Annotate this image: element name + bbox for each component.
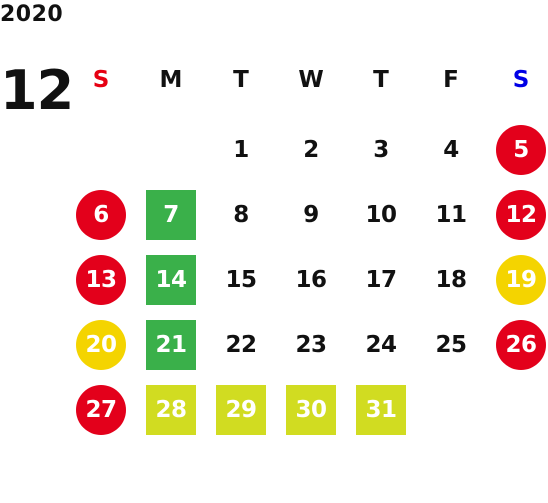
day-cell[interactable]: 26 <box>496 320 546 370</box>
day-cell[interactable]: 15 <box>225 267 257 293</box>
day-cell[interactable]: 12 <box>496 190 546 240</box>
day-cell[interactable]: 17 <box>365 267 397 293</box>
month-number: 12 <box>0 59 74 122</box>
weekday-label: M <box>159 67 183 93</box>
day-cell[interactable]: 4 <box>443 137 459 163</box>
weekday-label: T <box>373 67 389 93</box>
day-cell[interactable]: 16 <box>295 267 327 293</box>
day-cell[interactable]: 19 <box>496 255 546 305</box>
day-cell[interactable]: 25 <box>435 332 467 358</box>
day-cell[interactable]: 1 <box>233 137 249 163</box>
day-cell[interactable]: 3 <box>373 137 389 163</box>
day-cell[interactable]: 23 <box>295 332 327 358</box>
day-cell[interactable]: 28 <box>146 385 196 435</box>
day-cell[interactable]: 5 <box>496 125 546 175</box>
day-cell[interactable]: 30 <box>286 385 336 435</box>
weekday-label: S <box>512 67 530 93</box>
day-cell[interactable]: 22 <box>225 332 257 358</box>
day-cell[interactable]: 10 <box>365 202 397 228</box>
day-cell[interactable]: 18 <box>435 267 467 293</box>
day-cell[interactable]: 21 <box>146 320 196 370</box>
day-cell[interactable]: 11 <box>435 202 467 228</box>
weekday-label: T <box>233 67 249 93</box>
day-cell[interactable]: 2 <box>303 137 319 163</box>
day-cell[interactable]: 6 <box>76 190 126 240</box>
day-cell[interactable]: 9 <box>303 202 319 228</box>
weekday-label: S <box>92 67 110 93</box>
day-cell[interactable]: 29 <box>216 385 266 435</box>
day-cell[interactable]: 8 <box>233 202 249 228</box>
day-cell[interactable]: 27 <box>76 385 126 435</box>
day-cell[interactable]: 14 <box>146 255 196 305</box>
year-label: 2020 <box>0 2 64 27</box>
day-cell[interactable]: 20 <box>76 320 126 370</box>
day-cell[interactable]: 31 <box>356 385 406 435</box>
day-cell[interactable]: 7 <box>146 190 196 240</box>
day-cell[interactable]: 13 <box>76 255 126 305</box>
weekday-label: W <box>298 67 324 93</box>
weekday-label: F <box>443 67 459 93</box>
day-cell[interactable]: 24 <box>365 332 397 358</box>
